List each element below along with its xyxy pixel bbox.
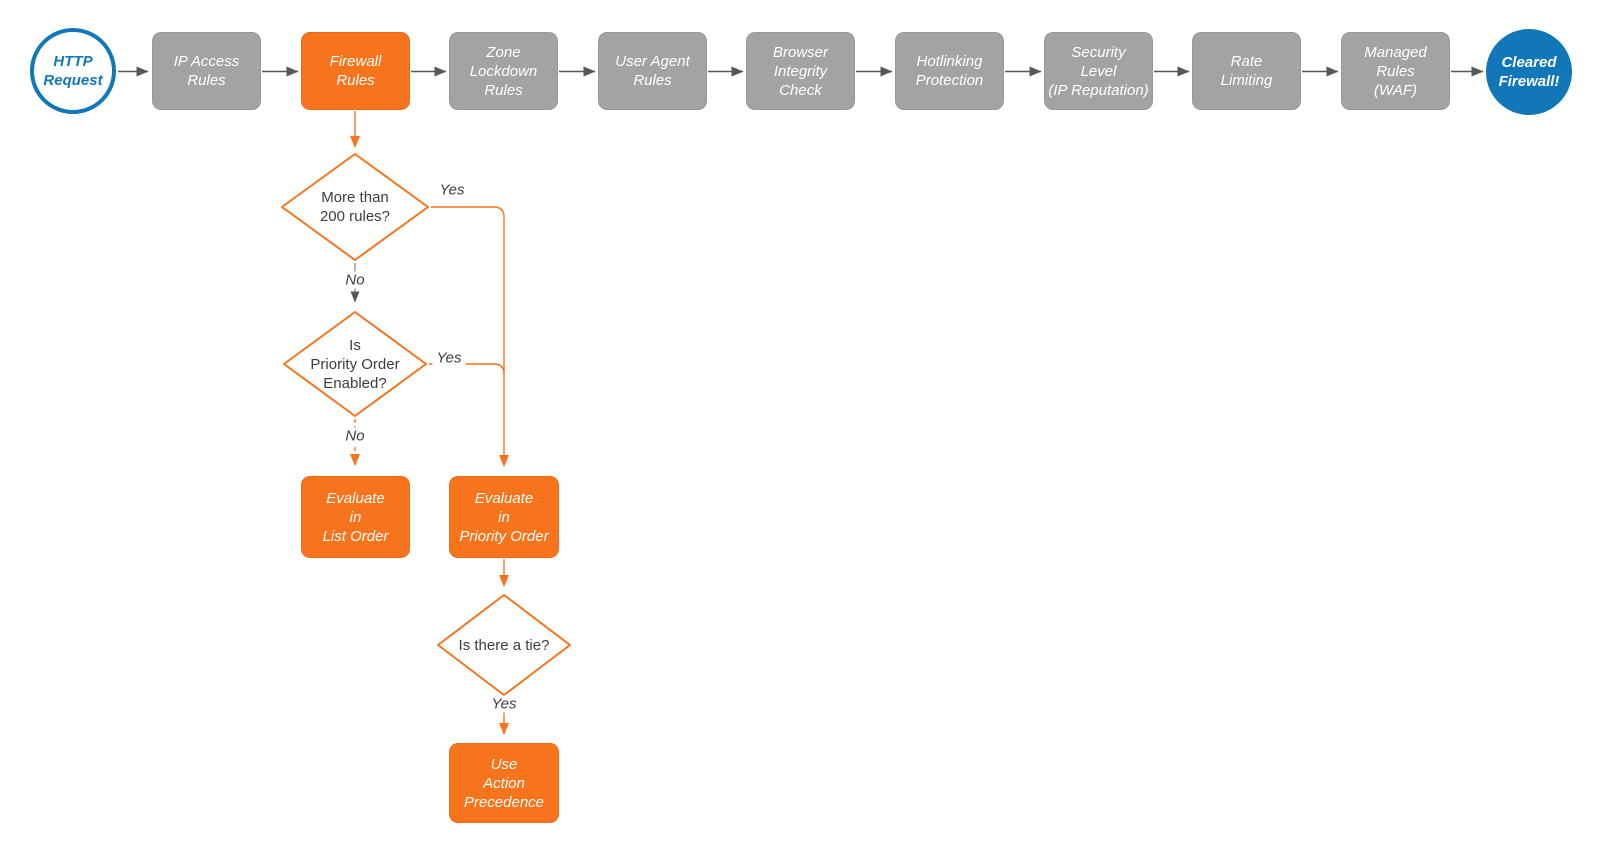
end-node-label: Cleared Firewall! <box>1498 54 1560 90</box>
decision-label: Is Priority Order Enabled? <box>310 336 400 392</box>
step-label: IP Access Rules <box>173 53 240 89</box>
step-firewall-rules: Firewall Rules <box>301 32 410 110</box>
start-node-http-request: HTTP Request <box>30 28 116 114</box>
step-label: Rate Limiting <box>1220 53 1273 89</box>
step-label: Browser Integrity Check <box>772 43 828 99</box>
step-label: User Agent Rules <box>615 53 690 89</box>
decision-is-there-a-tie: Is there a tie? <box>436 593 572 697</box>
step-user-agent-rules: User Agent Rules <box>598 32 707 110</box>
step-hotlinking-protection: Hotlinking Protection <box>895 32 1004 110</box>
diamond-shape <box>283 311 427 417</box>
step-ip-access-rules: IP Access Rules <box>152 32 261 110</box>
step-label: Zone Lockdown Rules <box>469 43 538 99</box>
action-use-action-precedence: Use Action Precedence <box>449 743 559 823</box>
edge-label-200-rules-no: No <box>341 271 369 289</box>
edge-label-200-rules-yes: Yes <box>435 181 469 199</box>
edge-label-priority-enabled-no: No <box>341 427 369 445</box>
step-label: Security Level (IP Reputation) <box>1048 43 1149 99</box>
step-label: Firewall Rules <box>329 53 382 89</box>
action-evaluate-in-list-order: Evaluate in List Order <box>301 476 410 558</box>
diamond-shape <box>437 594 571 696</box>
edge-200-rules-yes <box>431 206 509 467</box>
decision-more-than-200-rules: More than 200 rules? <box>280 152 430 262</box>
end-node-cleared-firewall: Cleared Firewall! <box>1486 29 1572 115</box>
edge-priority-enabled-yes <box>429 363 505 375</box>
action-label: Use Action Precedence <box>463 755 545 811</box>
step-label: Hotlinking Protection <box>915 53 984 89</box>
action-label: Evaluate in List Order <box>322 489 389 545</box>
step-security-level: Security Level (IP Reputation) <box>1044 32 1153 110</box>
edge-label-tie-yes: Yes <box>487 695 521 713</box>
decision-label: Is there a tie? <box>458 636 550 654</box>
action-label: Evaluate in Priority Order <box>459 489 549 545</box>
step-zone-lockdown-rules: Zone Lockdown Rules <box>449 32 558 110</box>
start-node-label: HTTP Request <box>43 53 103 89</box>
diamond-shape <box>281 153 429 261</box>
decision-priority-order-enabled: Is Priority Order Enabled? <box>282 310 428 418</box>
step-label: Managed Rules (WAF) <box>1364 43 1427 99</box>
edge-label-priority-enabled-yes: Yes <box>432 349 466 367</box>
step-browser-integrity-check: Browser Integrity Check <box>746 32 855 110</box>
decision-label: More than 200 rules? <box>319 189 391 225</box>
step-rate-limiting: Rate Limiting <box>1192 32 1301 110</box>
action-evaluate-in-priority-order: Evaluate in Priority Order <box>449 476 559 558</box>
step-managed-rules-waf: Managed Rules (WAF) <box>1341 32 1450 110</box>
